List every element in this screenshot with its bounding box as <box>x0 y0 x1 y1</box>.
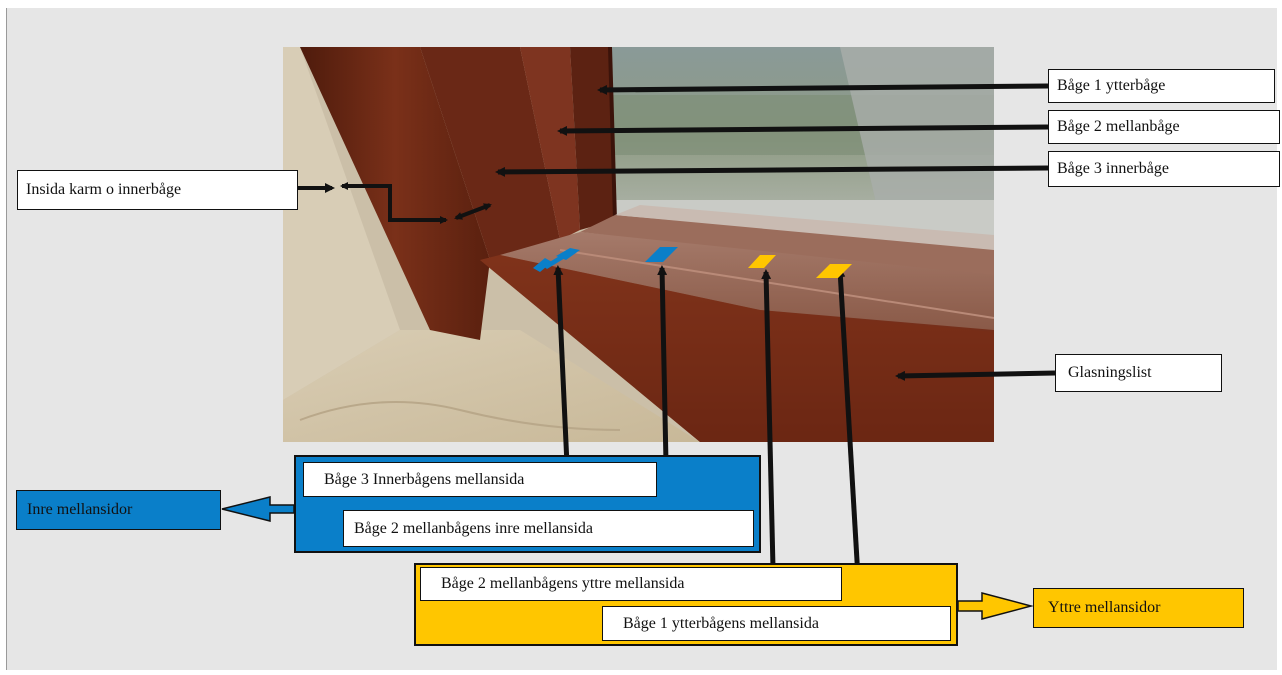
arrow-outer-item1 <box>761 269 776 569</box>
marble-sill <box>283 330 700 442</box>
tag-inner-group: Inre mellansidor <box>16 490 221 530</box>
arrow-outer-item2 <box>835 267 863 613</box>
label-glazing-strip: Glasningslist <box>1055 354 1222 392</box>
label-sash2-middle: Båge 2 mellanbåge <box>1048 110 1280 144</box>
label-frame-inside: Insida karm o innerbåge <box>17 170 298 210</box>
outer-item-2: Båge 1 ytterbågens mellansida <box>602 606 951 641</box>
outer-item-1: Båge 2 mellanbågens yttre mellansida <box>420 567 842 601</box>
arrow-frame-double <box>454 203 492 220</box>
arrow-sash1 <box>597 83 1049 95</box>
arrow-frame-bracket <box>340 182 448 224</box>
photo-content <box>283 47 994 442</box>
arrow-sash2 <box>557 124 1049 136</box>
marker-blue-1 <box>533 248 580 272</box>
arrow-inner-item1 <box>553 265 570 466</box>
inner-item-2: Båge 2 mellanbågens inre mellansida <box>343 510 754 547</box>
label-sash3-inner: Båge 3 innerbåge <box>1048 151 1280 187</box>
marker-blue-2 <box>645 247 678 262</box>
label-sash1-outer: Båge 1 ytterbåge <box>1048 69 1275 103</box>
tag-outer-group: Yttre mellansidor <box>1033 588 1244 628</box>
inner-item-1: Båge 3 Innerbågens mellansida <box>303 462 657 497</box>
arrow-glazing <box>895 370 1056 381</box>
marker-yellow-2 <box>816 264 852 278</box>
arrow-sash3 <box>495 165 1049 177</box>
marker-yellow-1 <box>748 255 776 268</box>
